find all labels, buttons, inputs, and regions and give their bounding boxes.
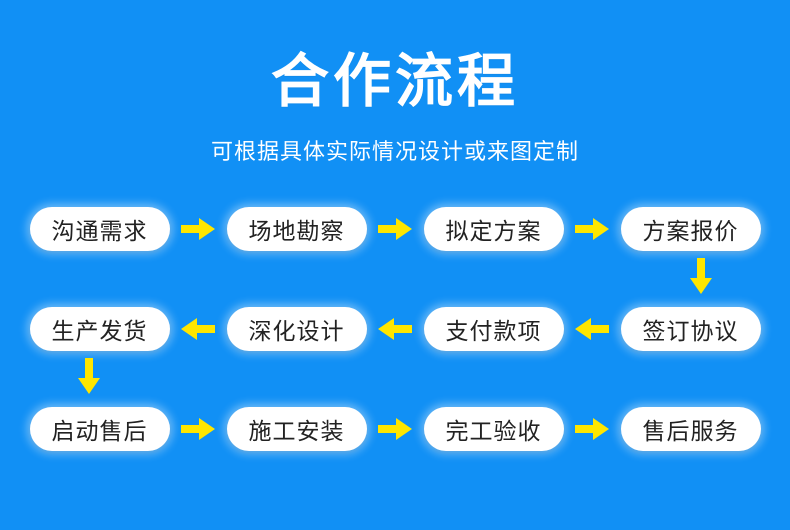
process-flow-diagram: 沟通需求 场地勘察 拟定方案: [0, 200, 790, 458]
arrow-slot: [367, 418, 424, 440]
flow-step-production-shipping[interactable]: 生产发货: [29, 307, 170, 351]
flow-cell: 沟通需求: [29, 207, 170, 251]
flow-step-payment[interactable]: 支付款项: [423, 307, 564, 351]
arrow-slot: [564, 318, 621, 340]
left-arrow-icon: [378, 318, 412, 340]
right-arrow-icon: [378, 218, 412, 240]
arrow-slot: [367, 218, 424, 240]
flow-step-start-after-sales[interactable]: 启动售后: [29, 407, 170, 451]
flow-step-sign-agreement[interactable]: 签订协议: [620, 307, 761, 351]
left-arrow-icon: [181, 318, 215, 340]
flow-step-after-sales-service[interactable]: 售后服务: [620, 407, 761, 451]
flow-cell: 方案报价: [620, 207, 761, 251]
flow-cell: 完工验收: [423, 407, 564, 451]
down-arrow-icon: [78, 358, 100, 394]
page-subtitle: 可根据具体实际情况设计或来图定制: [210, 140, 579, 165]
flow-step-plan-quotation[interactable]: 方案报价: [620, 207, 761, 251]
flow-cell: 深化设计: [226, 307, 367, 351]
arrow-slot: [564, 418, 621, 440]
right-arrow-icon: [575, 218, 609, 240]
flow-row-1: 沟通需求 场地勘察 拟定方案: [0, 200, 790, 258]
flow-cell: 生产发货: [29, 307, 170, 351]
left-arrow-icon: [575, 318, 609, 340]
right-arrow-icon: [181, 218, 215, 240]
down-arrow-icon: [690, 258, 712, 294]
flow-step-detailed-design[interactable]: 深化设计: [226, 307, 367, 351]
arrow-slot: [367, 318, 424, 340]
right-arrow-icon: [575, 418, 609, 440]
arrow-slot: [564, 218, 621, 240]
flow-step-construction-installation[interactable]: 施工安装: [226, 407, 367, 451]
flow-cell: 签订协议: [620, 307, 761, 351]
flow-cell: 拟定方案: [423, 207, 564, 251]
arrow-slot: [170, 218, 227, 240]
page-title: 合作流程: [270, 47, 519, 115]
flow-cell: 售后服务: [620, 407, 761, 451]
connector-row2-to-row3: [19, 358, 159, 394]
right-arrow-icon: [378, 418, 412, 440]
flow-row-3: 启动售后 施工安装 完工验收: [0, 400, 790, 458]
arrow-slot: [170, 318, 227, 340]
flow-step-communicate-requirements[interactable]: 沟通需求: [29, 207, 170, 251]
flow-step-completion-acceptance[interactable]: 完工验收: [423, 407, 564, 451]
flow-cell: 支付款项: [423, 307, 564, 351]
poster-header: 合作流程 可根据具体实际情况设计或来图定制: [0, 0, 790, 166]
flow-cell: 启动售后: [29, 407, 170, 451]
arrow-slot: [170, 418, 227, 440]
right-arrow-icon: [181, 418, 215, 440]
flow-step-site-survey[interactable]: 场地勘察: [226, 207, 367, 251]
flow-cell: 施工安装: [226, 407, 367, 451]
connector-row1-to-row2: [631, 258, 771, 294]
flow-step-draft-plan[interactable]: 拟定方案: [423, 207, 564, 251]
flow-cell: 场地勘察: [226, 207, 367, 251]
flow-row-2: 生产发货 深化设计 支付款项: [0, 300, 790, 358]
